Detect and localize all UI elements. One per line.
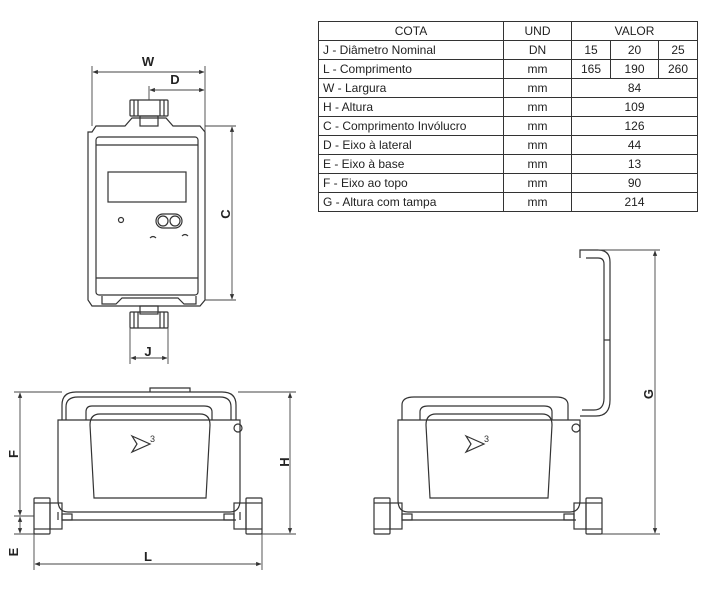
- label-d: D: [170, 72, 179, 87]
- side-view-open-lid: 3: [373, 249, 611, 535]
- label-h: H: [277, 457, 292, 466]
- cell-value: 20: [610, 40, 659, 60]
- table-row: H - Altura mm 109: [318, 97, 698, 117]
- side-view-dimensions: [14, 391, 296, 570]
- cell-und: DN: [503, 40, 572, 60]
- cell-cota: L - Comprimento: [318, 59, 504, 79]
- table-row: W - Largura mm 84: [318, 78, 698, 98]
- label-c: C: [218, 209, 233, 219]
- table-header-row: COTA UND VALOR: [318, 21, 698, 41]
- cell-cota: E - Eixo à base: [318, 154, 504, 174]
- g-dimension: [598, 249, 660, 535]
- header-und: UND: [503, 21, 572, 41]
- table-row: J - Diâmetro Nominal DN 15 20 25: [318, 40, 698, 60]
- cell-cota: H - Altura: [318, 97, 504, 117]
- table-row: E - Eixo à base mm 13: [318, 154, 698, 174]
- cell-und: mm: [503, 192, 572, 212]
- cell-und: mm: [503, 173, 572, 193]
- table-row: F - Eixo ao topo mm 90: [318, 173, 698, 193]
- cell-value: 25: [658, 40, 698, 60]
- label-w: W: [142, 54, 155, 69]
- label-e: E: [6, 547, 21, 556]
- cell-value: 84: [571, 78, 698, 98]
- cell-und: mm: [503, 135, 572, 155]
- table-row: L - Comprimento mm 165 190 260: [318, 59, 698, 79]
- label-g: G: [641, 389, 656, 399]
- cell-value: 190: [610, 59, 659, 79]
- cell-value: 13: [571, 154, 698, 174]
- cell-cota: W - Largura: [318, 78, 504, 98]
- cell-und: mm: [503, 78, 572, 98]
- table-row: D - Eixo à lateral mm 44: [318, 135, 698, 155]
- label-j: J: [144, 344, 151, 359]
- cell-und: mm: [503, 116, 572, 136]
- cell-value: 44: [571, 135, 698, 155]
- label-f: F: [6, 450, 21, 458]
- svg-text:3: 3: [150, 434, 155, 444]
- cell-und: mm: [503, 59, 572, 79]
- cell-cota: J - Diâmetro Nominal: [318, 40, 504, 60]
- top-view: [87, 99, 206, 329]
- header-valor: VALOR: [571, 21, 698, 41]
- label-l: L: [144, 549, 152, 564]
- table-row: G - Altura com tampa mm 214: [318, 192, 698, 212]
- dimensions-table: COTA UND VALOR J - Diâmetro Nominal DN 1…: [318, 21, 698, 212]
- cell-value: 165: [571, 59, 611, 79]
- cell-value: 126: [571, 116, 698, 136]
- svg-text:3: 3: [484, 434, 489, 444]
- header-cota: COTA: [318, 21, 504, 41]
- cell-value: 109: [571, 97, 698, 117]
- cell-value: 15: [571, 40, 611, 60]
- cell-cota: G - Altura com tampa: [318, 192, 504, 212]
- cell-cota: C - Comprimento Invólucro: [318, 116, 504, 136]
- top-view-dimensions: [91, 66, 236, 364]
- side-view: 3: [33, 387, 263, 535]
- cell-und: mm: [503, 97, 572, 117]
- cell-value: 260: [658, 59, 698, 79]
- cell-value: 90: [571, 173, 698, 193]
- cell-cota: D - Eixo à lateral: [318, 135, 504, 155]
- table-row: C - Comprimento Invólucro mm 126: [318, 116, 698, 136]
- cell-cota: F - Eixo ao topo: [318, 173, 504, 193]
- cell-value: 214: [571, 192, 698, 212]
- cell-und: mm: [503, 154, 572, 174]
